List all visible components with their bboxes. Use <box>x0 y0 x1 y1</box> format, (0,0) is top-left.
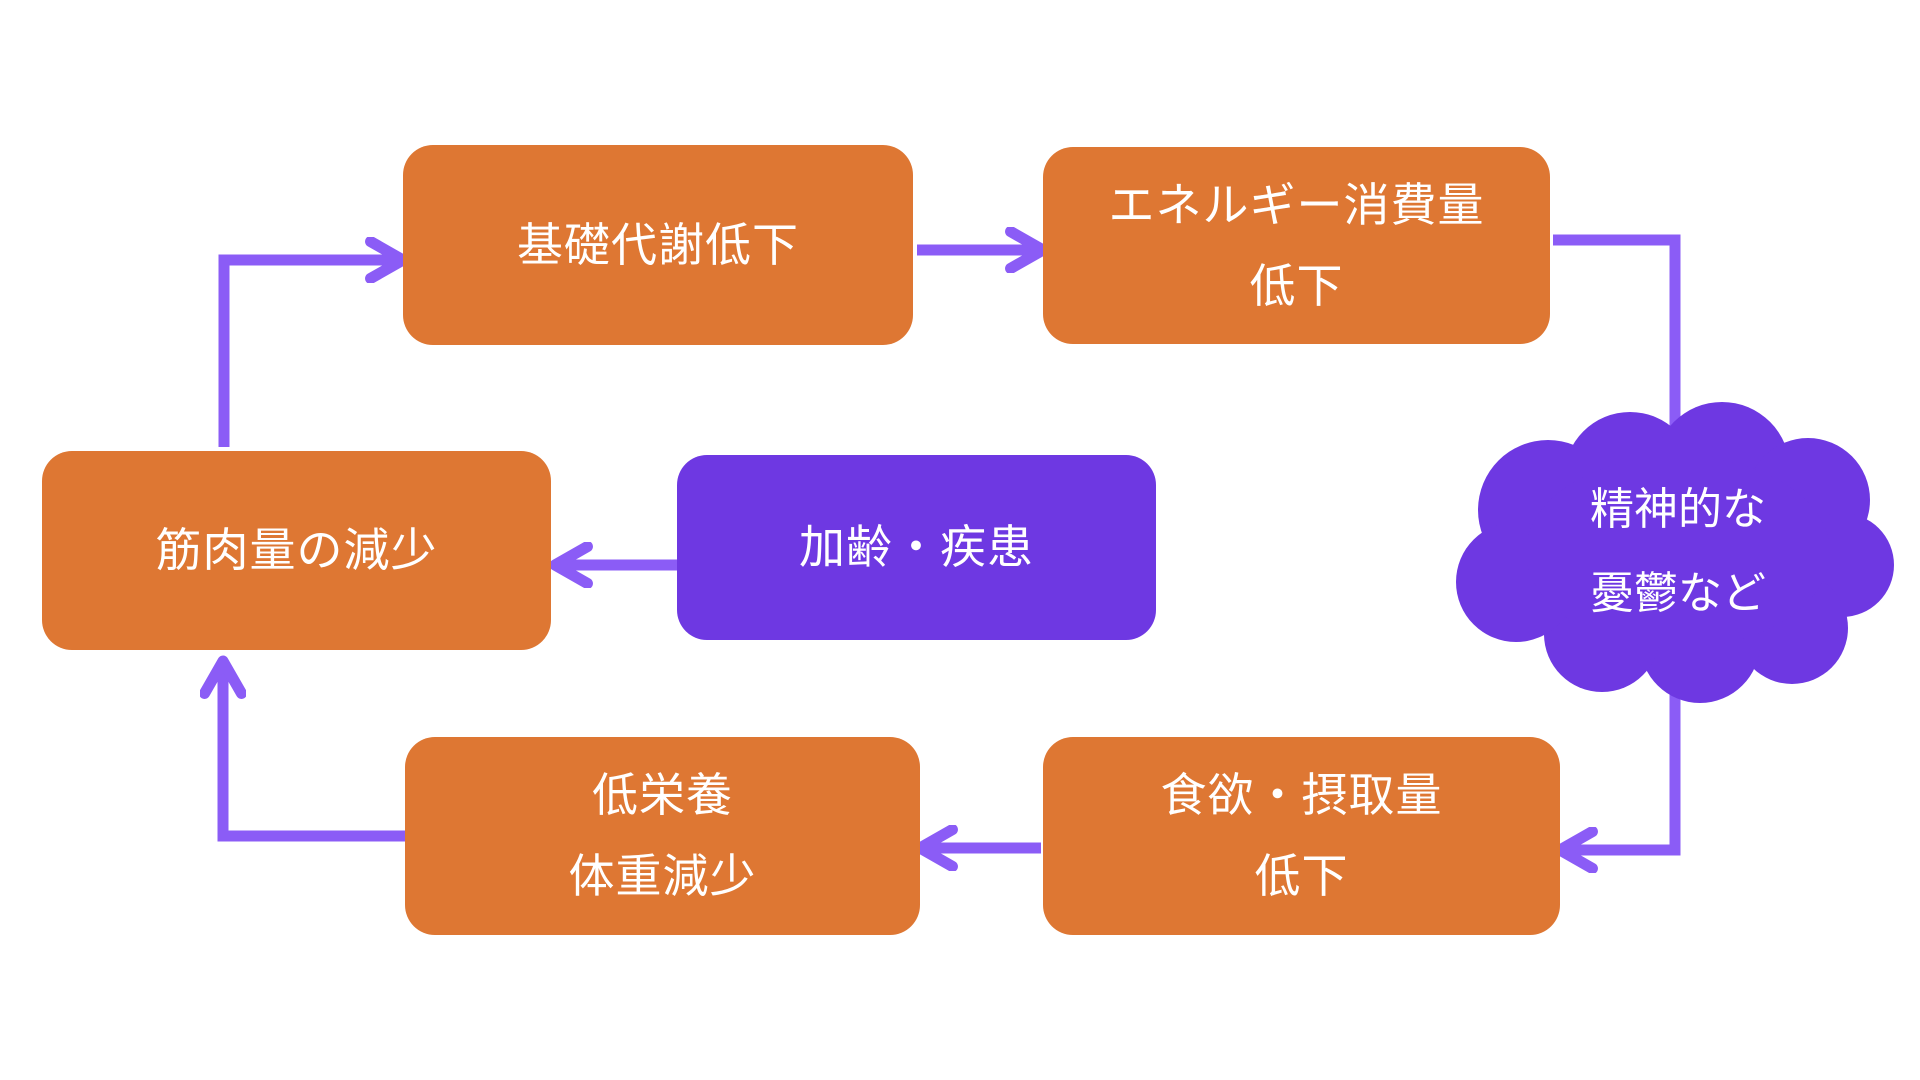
arrow-malnutrition-to-muscle <box>223 668 405 842</box>
node-label: 低栄養 <box>592 769 733 821</box>
node-label: 体重減少 <box>568 850 757 902</box>
node-label: 低下 <box>1254 850 1349 902</box>
node-label: 憂鬱など <box>1590 569 1766 618</box>
node-muscle-mass-loss: 筋肉量の減少 <box>42 451 551 650</box>
node-label: 低下 <box>1249 259 1344 312</box>
node-aging-disease: 加齢・疾患 <box>677 455 1156 640</box>
node-appetite-intake: 食欲・摂取量 低下 <box>1043 737 1560 935</box>
node-label: 精神的な <box>1590 485 1766 534</box>
node-energy-expenditure: エネルギー消費量 低下 <box>1043 147 1550 344</box>
node-label: 加齢・疾患 <box>799 521 1034 573</box>
node-mental-depression: 精神的な 憂鬱など <box>1478 462 1878 642</box>
arrow-muscle-to-basal <box>218 260 396 447</box>
node-basal-metabolism: 基礎代謝低下 <box>403 145 913 345</box>
node-label: 筋肉量の減少 <box>155 524 438 576</box>
node-malnutrition-weight-loss: 低栄養 体重減少 <box>405 737 920 935</box>
node-label: 食欲・摂取量 <box>1160 769 1443 821</box>
cloud-shape <box>1456 402 1894 703</box>
node-label: 基礎代謝低下 <box>517 218 799 271</box>
node-label: エネルギー消費量 <box>1108 178 1485 231</box>
